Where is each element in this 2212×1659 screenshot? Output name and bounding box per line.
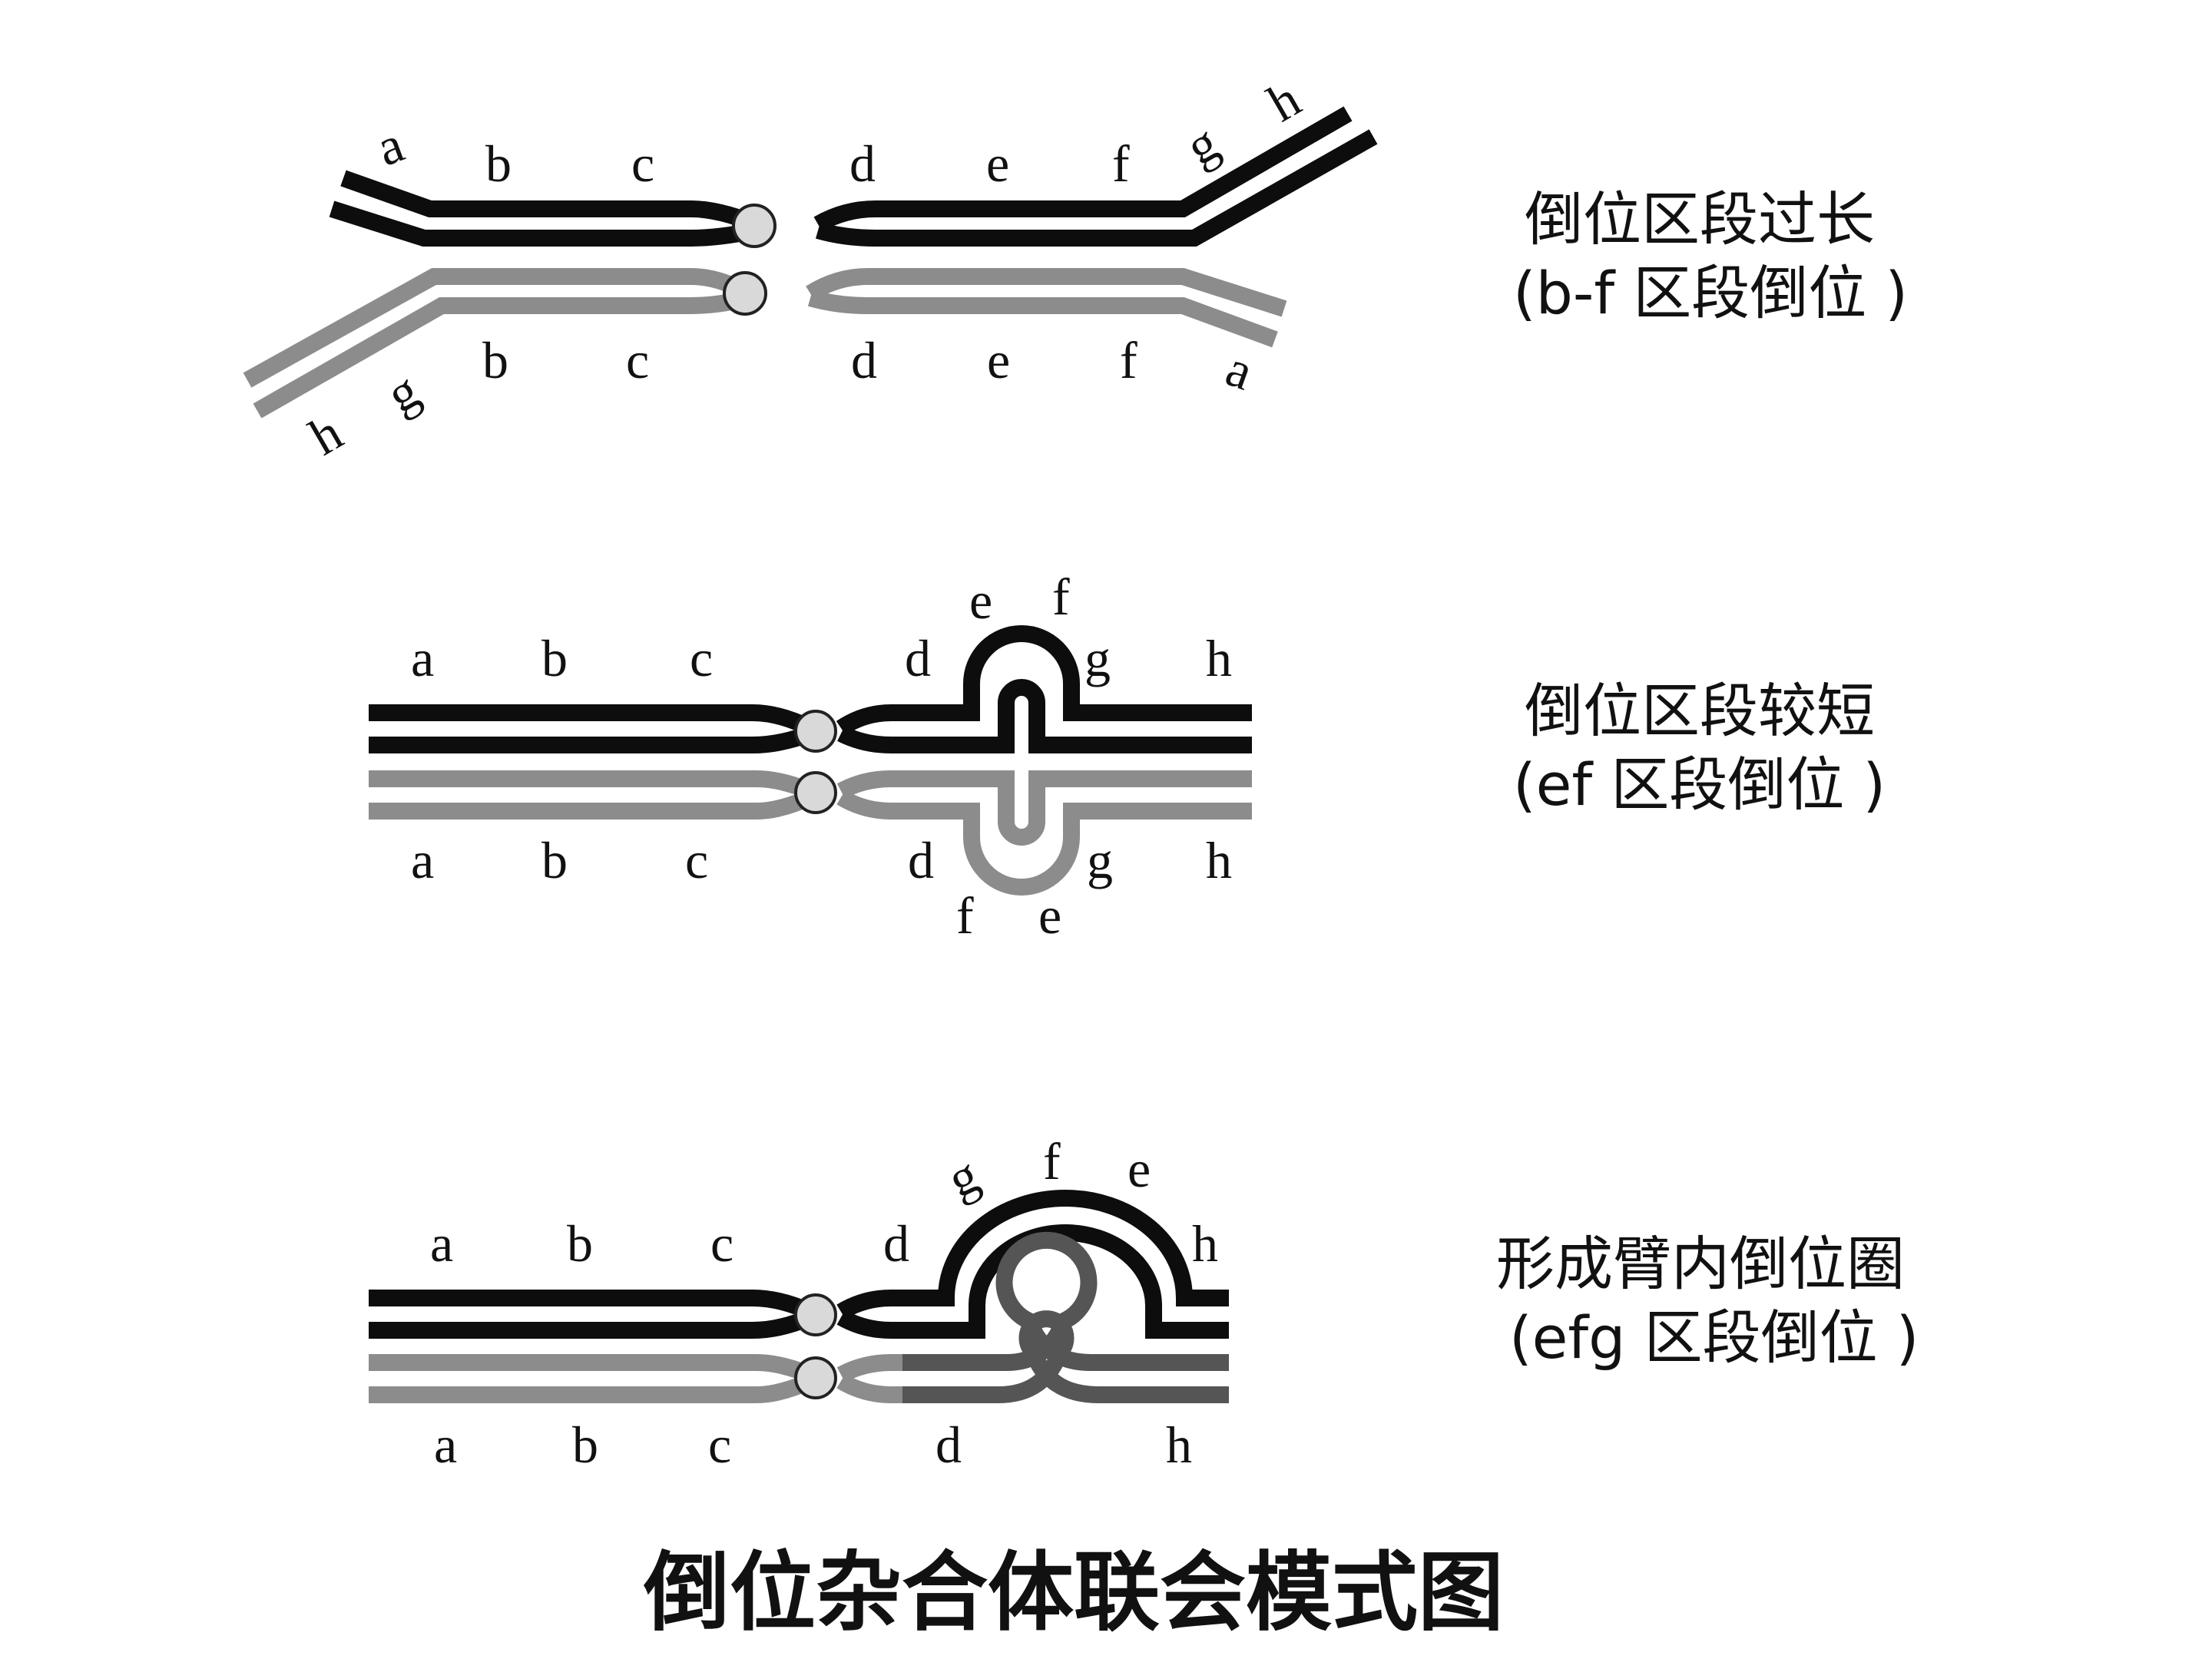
gene-label: e xyxy=(969,571,992,630)
gene-label: a xyxy=(1219,339,1260,402)
centromere-top xyxy=(794,1293,837,1336)
bottom-gene-labels: a b c d f e g h xyxy=(411,831,1232,945)
gene-label: c xyxy=(685,831,708,889)
caption-line2: (ef 区段倒位 ) xyxy=(1513,750,1886,819)
caption-line2: (efg 区段倒位 ) xyxy=(1509,1303,1919,1372)
bottom-gene-labels: h g b c d e f a xyxy=(300,331,1260,466)
gene-label: g xyxy=(1176,113,1227,177)
gene-label: c xyxy=(626,331,649,389)
gene-label: b xyxy=(541,629,568,687)
gene-label: a xyxy=(411,629,434,687)
inversion-loop-grey xyxy=(902,1231,1229,1403)
gene-label: b xyxy=(541,831,568,889)
gene-label: h xyxy=(300,402,351,466)
gene-label: g xyxy=(1087,831,1113,889)
gene-label: b xyxy=(485,134,512,193)
centromere-bottom xyxy=(794,1356,837,1399)
centromere-top xyxy=(794,710,837,753)
gene-label: b xyxy=(567,1214,593,1273)
gene-label: e xyxy=(987,331,1010,389)
gene-label: e xyxy=(1038,886,1061,945)
gene-label: f xyxy=(1052,568,1070,626)
gene-label: f xyxy=(1112,134,1130,193)
gene-label: b xyxy=(482,331,508,389)
gene-label: f xyxy=(1120,331,1137,389)
gene-label: g xyxy=(939,1145,987,1209)
gene-label: f xyxy=(1043,1132,1061,1190)
panel-long-inversion: a b c d e f g h h g b c d e f a 倒位区段过长 (… xyxy=(243,69,1908,466)
figure-title: 倒位杂合体联会模式图 xyxy=(643,1543,1504,1643)
caption-line1: 倒位区段较短 xyxy=(1525,677,1875,745)
gene-label: a xyxy=(430,1214,453,1273)
gene-label: h xyxy=(1206,831,1232,889)
bottom-gene-labels: a b c d h xyxy=(434,1416,1192,1474)
caption-line1: 倒位区段过长 xyxy=(1525,185,1875,253)
gene-label: d xyxy=(851,331,877,389)
gene-label: d xyxy=(908,831,934,889)
gene-label: d xyxy=(849,134,876,193)
gene-label: h xyxy=(1192,1214,1218,1273)
centromere-top xyxy=(732,204,777,248)
caption-line2: (b-f 区段倒位 ) xyxy=(1513,259,1908,327)
gene-label: c xyxy=(631,134,654,193)
top-gene-labels: a b c d e f g h xyxy=(369,69,1310,193)
gene-label: d xyxy=(935,1416,962,1474)
gene-label: h xyxy=(1258,69,1310,133)
gene-label: e xyxy=(986,134,1009,193)
centromere-bottom xyxy=(794,771,837,814)
gene-label: f xyxy=(956,886,974,945)
gene-label: g xyxy=(376,360,428,424)
caption-line1: 形成臂内倒位圈 xyxy=(1496,1230,1905,1298)
gene-label: c xyxy=(690,629,713,687)
panel-inversion-loop: a b c d g f e h a b c d h 形成臂内倒位圈 (efg 区… xyxy=(369,1132,1919,1474)
gene-label: a xyxy=(411,831,434,889)
gene-label: d xyxy=(905,629,931,687)
gene-label: h xyxy=(1166,1416,1192,1474)
gene-label: b xyxy=(572,1416,598,1474)
top-gene-labels: a b c d e f g h xyxy=(411,568,1232,687)
gene-label: d xyxy=(883,1214,909,1273)
gene-label: c xyxy=(710,1214,733,1273)
centromere-bottom xyxy=(723,271,767,316)
panel-short-inversion: a b c d e f g h a b c d f e g h 倒位区段较短 (… xyxy=(369,568,1886,945)
gene-label: h xyxy=(1206,629,1232,687)
gene-label: a xyxy=(434,1416,457,1474)
gene-label: c xyxy=(708,1416,731,1474)
gene-label: e xyxy=(1128,1140,1151,1198)
gene-label: a xyxy=(369,114,411,177)
gene-label: g xyxy=(1084,629,1111,687)
